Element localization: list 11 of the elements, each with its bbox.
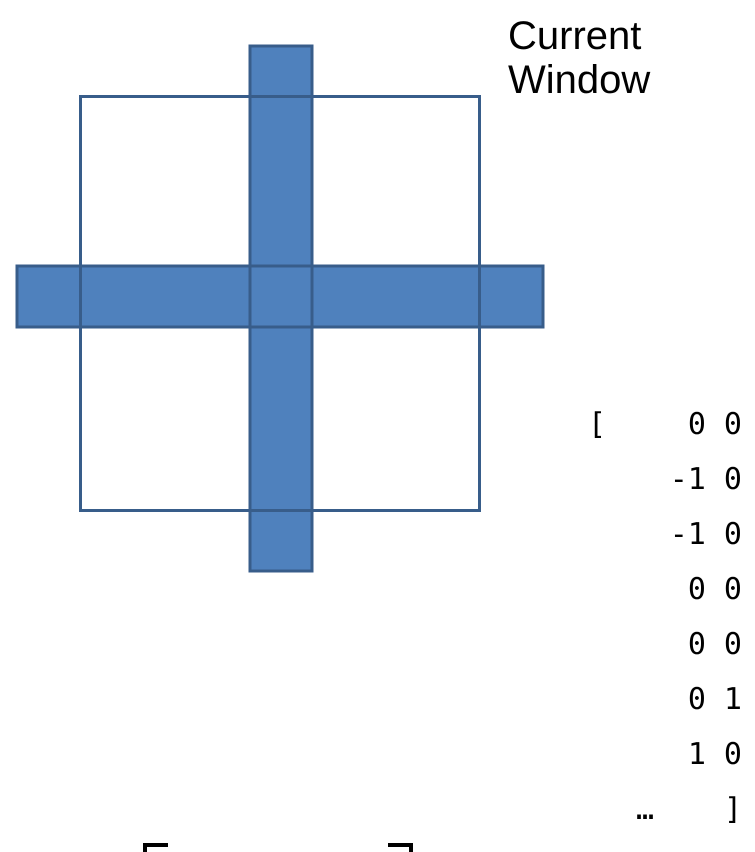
matrix-row: -1 0 (670, 462, 742, 498)
matrix-row: 0 0 (688, 627, 742, 663)
matrix-row: 0 0 (688, 572, 742, 608)
matrix-bracket: [ (588, 407, 606, 443)
ellipsis: … (636, 792, 654, 828)
matrix-row: -1 0 (670, 517, 742, 553)
matrix-bracket: ] (724, 792, 742, 828)
matrix-row: 0 1 (688, 682, 742, 718)
matrix-row: 1 0 (688, 737, 742, 773)
matrix-row: 0 0 (688, 407, 742, 443)
window-label: Current Window (508, 14, 652, 102)
